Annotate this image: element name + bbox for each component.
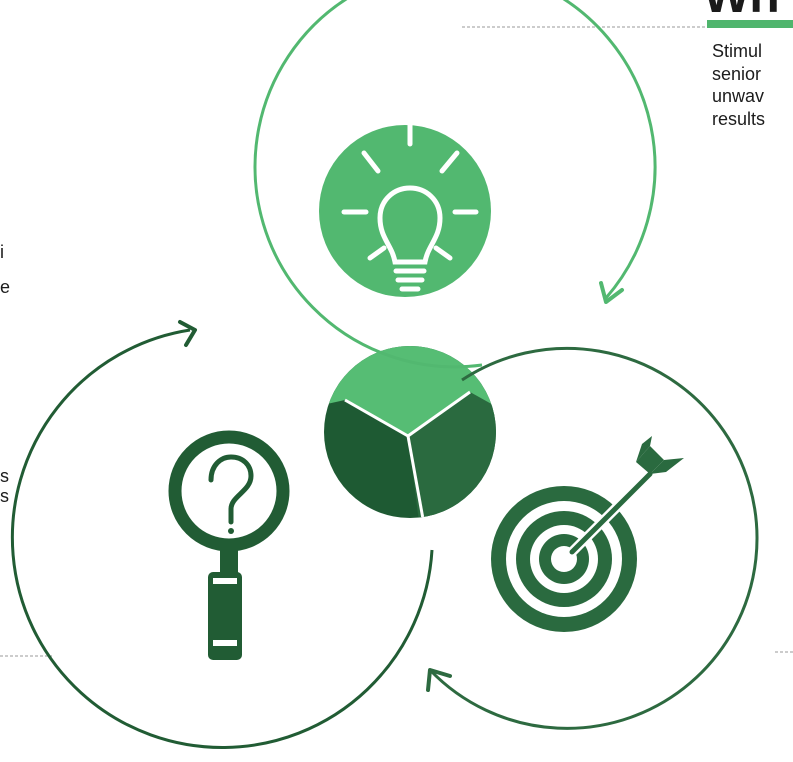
- description-paragraph: Stimul senior unwav results: [712, 40, 765, 130]
- section-heading: Wh: [703, 0, 780, 20]
- magnifying-glass-question-icon: [168, 430, 290, 660]
- left-text-fragment: s: [0, 486, 9, 506]
- paragraph-line: unwav: [712, 86, 765, 106]
- left-text-fragment: i: [0, 242, 4, 262]
- center-overlap: [324, 346, 496, 518]
- target-arrow-icon: [491, 436, 684, 632]
- top-circle-arrowhead: [599, 281, 624, 304]
- right-circle: [426, 346, 759, 730]
- paragraph-line: senior: [712, 63, 762, 84]
- left-text-fragment: e: [0, 277, 11, 297]
- top-circle: [253, 0, 657, 369]
- lightbulb-icon: [319, 117, 491, 297]
- left-circle-arrowhead: [178, 320, 197, 347]
- paragraph-line: Stimul: [712, 41, 763, 61]
- heading-underline: [707, 20, 793, 28]
- right-circle-arrowhead: [426, 668, 452, 692]
- left-text-fragment: s: [0, 466, 9, 486]
- paragraph-line: results: [712, 108, 766, 129]
- left-circle: [10, 320, 434, 749]
